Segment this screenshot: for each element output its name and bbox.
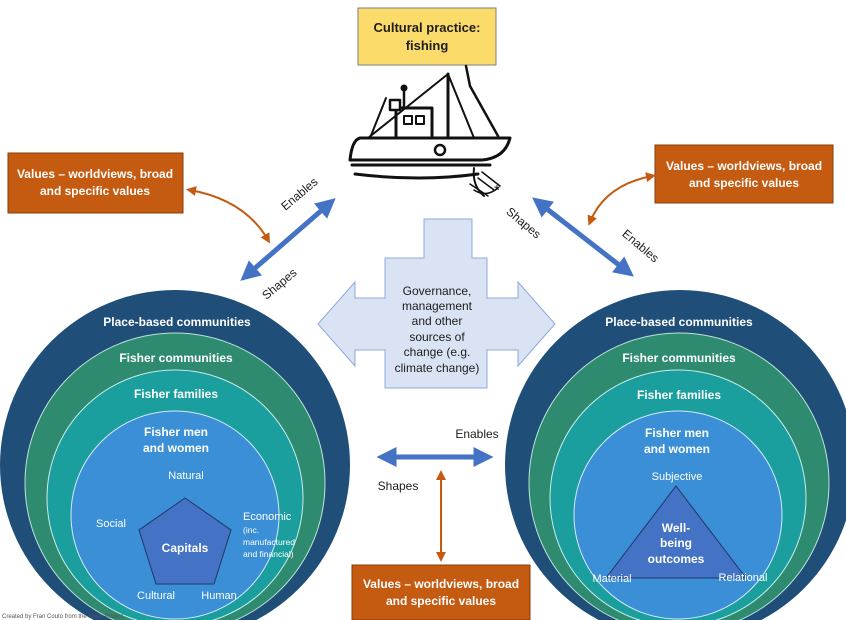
values-box-left-bg <box>7 152 184 214</box>
governance-line-5: change (e.g. <box>404 345 471 359</box>
right-label-fisher-communities: Fisher communities <box>622 351 736 365</box>
right-label-place-based: Place-based communities <box>605 315 753 329</box>
wellbeing-material: Material <box>592 573 631 585</box>
governance-line-4: sources of <box>409 330 465 344</box>
governance-line-3: and other <box>412 314 463 328</box>
wellbeing-label-line2: being <box>660 536 692 550</box>
orange-arrow-left <box>186 186 270 244</box>
values-bottom-line2: and specific values <box>386 594 496 608</box>
left-label-fisher-families: Fisher families <box>134 387 218 401</box>
label-shapes-right: Shapes <box>503 204 543 241</box>
capital-economic-note3: and financial) <box>243 549 294 559</box>
governance-line-6: climate change) <box>395 361 480 375</box>
label-shapes-left: Shapes <box>259 265 299 302</box>
capital-economic: Economic <box>243 511 292 523</box>
fishing-boat-icon <box>348 64 512 197</box>
values-left-line2: and specific values <box>40 184 150 198</box>
governance-cross: Governance, management and other sources… <box>317 218 556 389</box>
cultural-practice-box: Cultural practice: fishing <box>357 7 497 66</box>
label-enables-left: Enables <box>278 175 320 214</box>
governance-line-1: Governance, <box>403 284 472 298</box>
blue-arrow-right-diagonal <box>532 197 634 277</box>
capital-human: Human <box>201 590 236 602</box>
values-box-left: Values – worldviews, broad and specific … <box>7 152 184 214</box>
governance-arrow-cross-shape <box>317 218 556 389</box>
label-shapes-center: Shapes <box>378 479 419 493</box>
wellbeing-relational: Relational <box>719 572 768 584</box>
cultural-practice-line2: fishing <box>406 38 449 53</box>
capitals-pentagon <box>138 497 232 585</box>
orange-arrow-right <box>587 172 656 226</box>
wellbeing-label-line1: Well- <box>662 521 690 535</box>
governance-line-2: management <box>402 299 473 313</box>
left-label-fisher-communities: Fisher communities <box>119 351 233 365</box>
left-label-fisher-men-line2: and women <box>143 441 209 455</box>
left-ring-system: Place-based communities Fisher communiti… <box>0 290 350 620</box>
values-left-line1: Values – worldviews, broad <box>17 167 173 181</box>
values-bottom-line1: Values – worldviews, broad <box>363 577 519 591</box>
capital-economic-note1: (inc. <box>243 525 259 535</box>
capital-cultural: Cultural <box>137 590 175 602</box>
capital-natural: Natural <box>168 470 203 482</box>
capitals-label: Capitals <box>162 541 209 555</box>
left-label-fisher-men-line1: Fisher men <box>144 425 208 439</box>
values-box-right-bg <box>654 144 834 204</box>
values-box-bottom: Values – worldviews, broad and specific … <box>351 564 531 620</box>
icon-credit: Created by Fran Couto from the Noun Proj… <box>2 614 123 620</box>
label-enables-center: Enables <box>455 427 498 441</box>
blue-arrow-left-diagonal <box>240 198 336 281</box>
values-right-line2: and specific values <box>689 176 799 190</box>
label-enables-right: Enables <box>619 227 661 266</box>
right-label-fisher-families: Fisher families <box>637 388 721 402</box>
cultural-practice-line1: Cultural practice: <box>374 20 481 35</box>
values-box-right: Values – worldviews, broad and specific … <box>654 144 834 204</box>
wellbeing-subjective: Subjective <box>652 471 703 483</box>
values-box-bottom-bg <box>351 564 531 620</box>
wellbeing-triangle <box>604 485 748 579</box>
right-label-fisher-men-line1: Fisher men <box>645 426 709 440</box>
cultural-practice-box-bg <box>357 7 497 66</box>
left-label-place-based: Place-based communities <box>103 315 251 329</box>
boat-asterisk: * <box>494 182 500 199</box>
values-right-line1: Values – worldviews, broad <box>666 159 822 173</box>
right-label-fisher-men-line2: and women <box>644 442 710 456</box>
capital-economic-note2: manufactured <box>243 537 295 547</box>
right-ring-system: Place-based communities Fisher communiti… <box>505 290 846 620</box>
capital-social: Social <box>96 518 126 530</box>
wellbeing-label-line3: outcomes <box>648 552 705 566</box>
